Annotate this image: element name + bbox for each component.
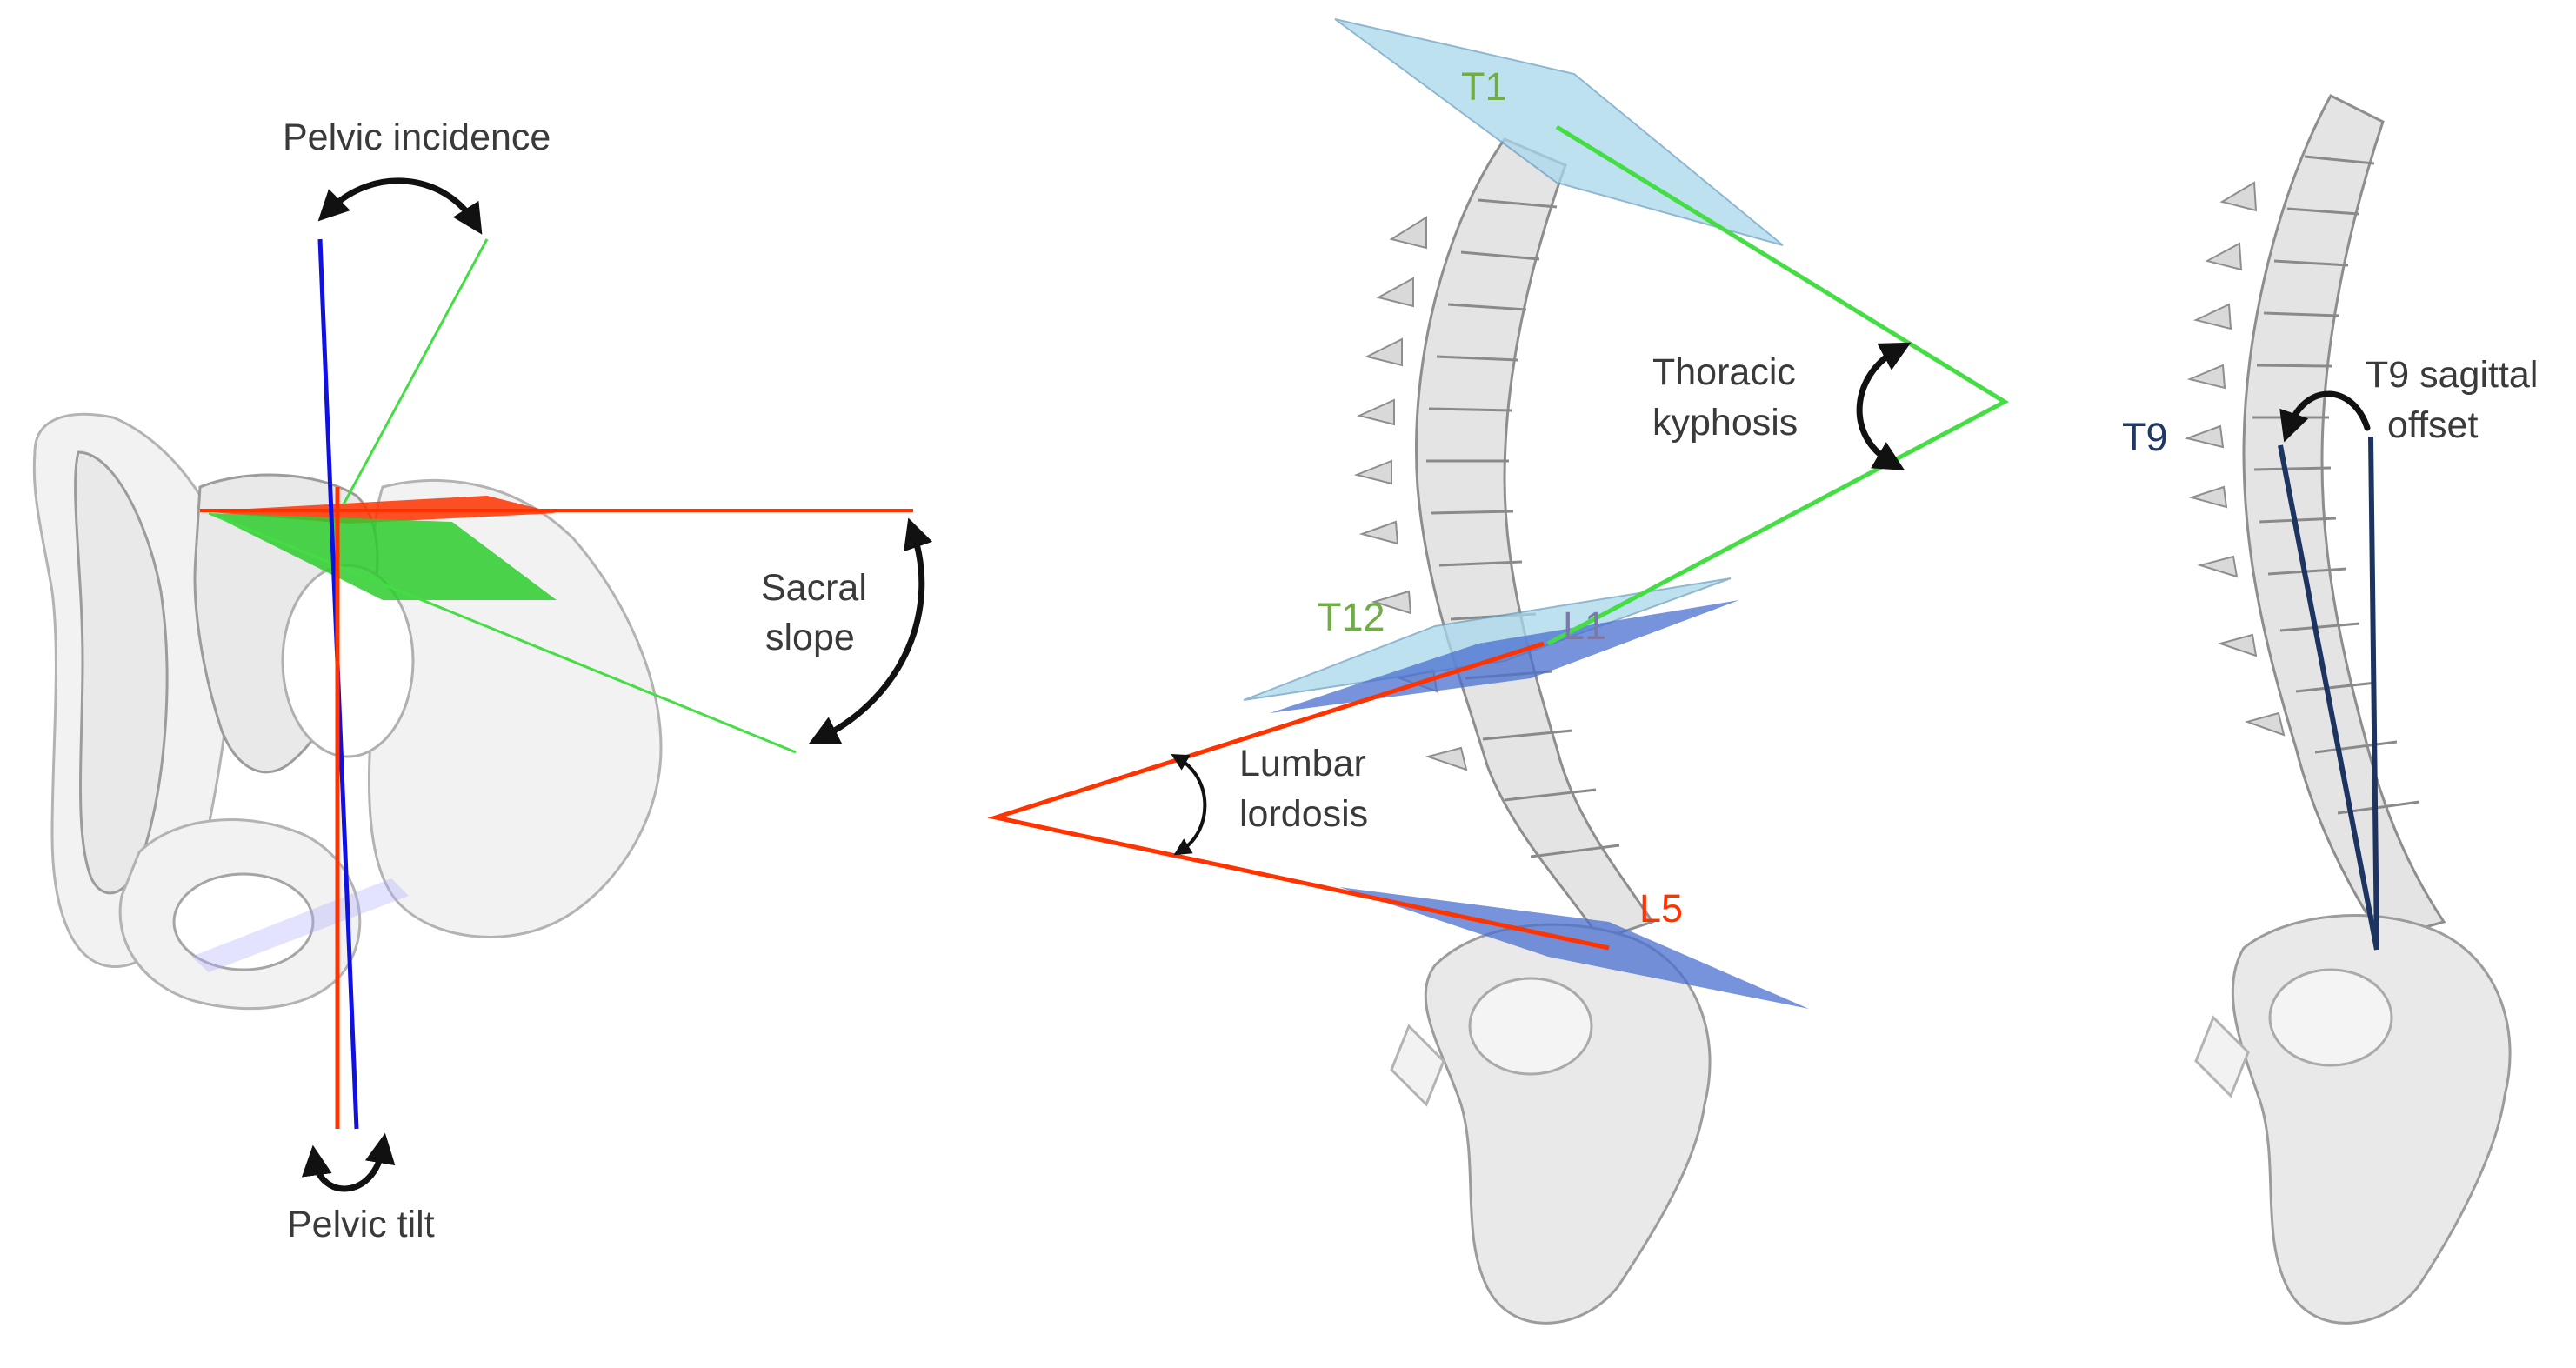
- pelvic-tilt-label: Pelvic tilt: [287, 1204, 435, 1245]
- pelvis-base-plane: [191, 878, 409, 972]
- sacrum-vertical-line: [2368, 436, 2379, 951]
- sagittal-offset-panel: T9 T9 sagittal offset: [2122, 94, 2538, 1325]
- l5-label: L5: [1639, 886, 1683, 931]
- sacral-slope-arrow-icon: [808, 517, 933, 744]
- lumbar-lordosis-lines: [987, 641, 1610, 951]
- spine-illustration-right: [2184, 94, 2512, 1325]
- t9-sagittal-offset-label-line2: offset: [2387, 404, 2478, 446]
- sacral-endplate-green-plane: [209, 513, 557, 600]
- spine-curvature-panel: T1 Thoracic kyphosis T12 L1 Lumbar lordo…: [987, 18, 2010, 1325]
- sacral-slope-endplate-line: [208, 511, 797, 754]
- thoracic-kyphosis-label-line1: Thoracic: [1652, 351, 1796, 393]
- pelvis-bone-illustration: [32, 412, 663, 1011]
- t1-endplate-plane: [1334, 18, 1784, 246]
- thoracic-kyphosis-arrow-icon: [1856, 342, 1912, 470]
- sacral-slope-label-line1: Sacral: [761, 567, 867, 609]
- lumbar-lordosis-label-line2: lordosis: [1239, 793, 1368, 835]
- t9-plumb-line: [2278, 444, 2379, 951]
- t9-offset-arrow-icon: [2279, 390, 2371, 443]
- pelvic-incidence-label: Pelvic incidence: [283, 117, 551, 158]
- t9-sagittal-offset-label-line1: T9 sagittal: [2366, 354, 2538, 396]
- t12-label: T12: [1318, 595, 1385, 639]
- thoracic-kyphosis-lines: [1546, 124, 2010, 646]
- pelvis-panel: Pelvic incidence Sacral slope Pelvic til…: [32, 117, 933, 1245]
- t9-label: T9: [2122, 415, 2168, 459]
- l1-label: L1: [1563, 604, 1606, 648]
- sacral-slope-label-line2: slope: [765, 617, 855, 658]
- lumbar-lordosis-label-line1: Lumbar: [1239, 743, 1366, 784]
- pelvic-incidence-arrow-icon: [317, 177, 483, 235]
- spine-illustration-middle: [1353, 137, 1712, 1325]
- thoracic-kyphosis-label-line2: kyphosis: [1652, 402, 1798, 444]
- pelvic-incidence-perpendicular-line: [342, 238, 489, 505]
- lumbar-lordosis-arrow-icon: [1171, 754, 1207, 856]
- t1-label: T1: [1461, 64, 1507, 109]
- pelvic-tilt-arrow-icon: [301, 1132, 396, 1192]
